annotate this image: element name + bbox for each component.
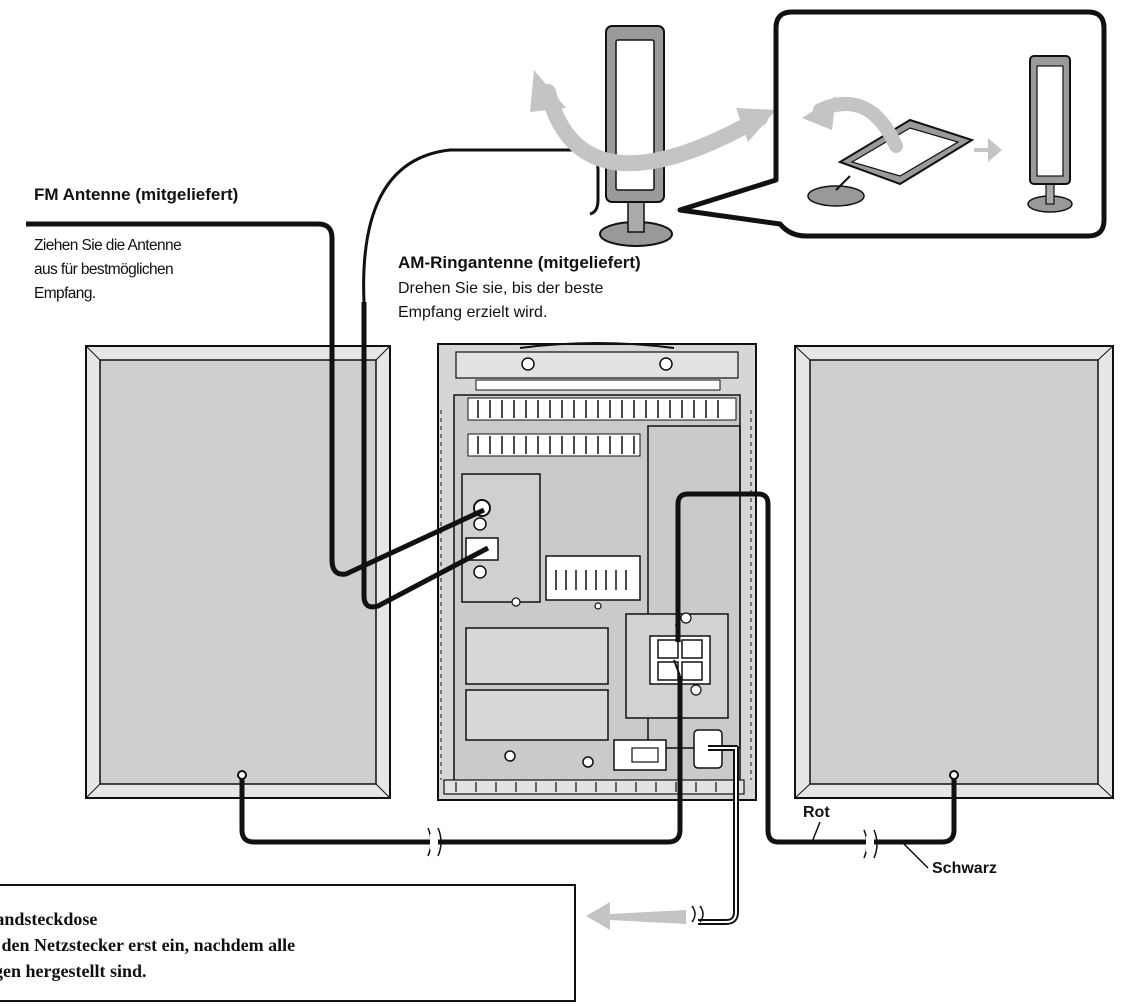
fm-antenna-description: Ziehen Sie die Antenne aus für bestmögli…	[34, 234, 182, 306]
am-antenna-description: Drehen Sie sie, bis der beste Empfang er…	[398, 277, 603, 325]
standing-loop-antenna-small	[1027, 55, 1073, 213]
fm-desc-line: Empfang.	[34, 285, 96, 302]
am-desc-line: Empfang erzielt wird.	[398, 304, 548, 321]
main-unit-rear	[437, 342, 757, 801]
outlet-note-line: ngen hergestellt sind.	[0, 961, 147, 981]
left-speaker-cable	[239, 676, 683, 845]
power-arrow	[586, 902, 686, 930]
assembly-callout	[677, 9, 1107, 239]
fm-desc-line: aus für bestmöglichen	[34, 261, 174, 278]
black-wire-label: Schwarz	[932, 860, 997, 877]
right-speaker	[794, 345, 1114, 799]
right-speaker-cable	[675, 491, 957, 845]
outlet-note-line: ie den Netzstecker erst ein, nachdem all…	[0, 935, 296, 955]
am-antenna-lead-lower	[361, 302, 490, 610]
wall-outlet-note: Vandsteckdose ie den Netzstecker erst ei…	[0, 884, 576, 1002]
am-loop-antenna	[599, 25, 673, 247]
am-antenna-title: AM-Ringantenne (mitgeliefert)	[398, 253, 641, 272]
fm-desc-line: Ziehen Sie die Antenne	[34, 237, 182, 254]
wall-outlet-text: Vandsteckdose ie den Netzstecker erst ei…	[0, 906, 295, 984]
flat-loop-antenna	[807, 118, 975, 207]
outlet-note-line: Vandsteckdose	[0, 909, 98, 929]
step-arrow	[974, 138, 1002, 162]
fm-antenna-title: FM Antenne (mitgeliefert)	[34, 185, 239, 204]
am-desc-line: Drehen Sie sie, bis der beste	[398, 280, 604, 297]
fm-antenna-wire	[26, 221, 486, 577]
red-wire-label: Rot	[803, 804, 830, 821]
rotation-arrow	[540, 84, 768, 172]
